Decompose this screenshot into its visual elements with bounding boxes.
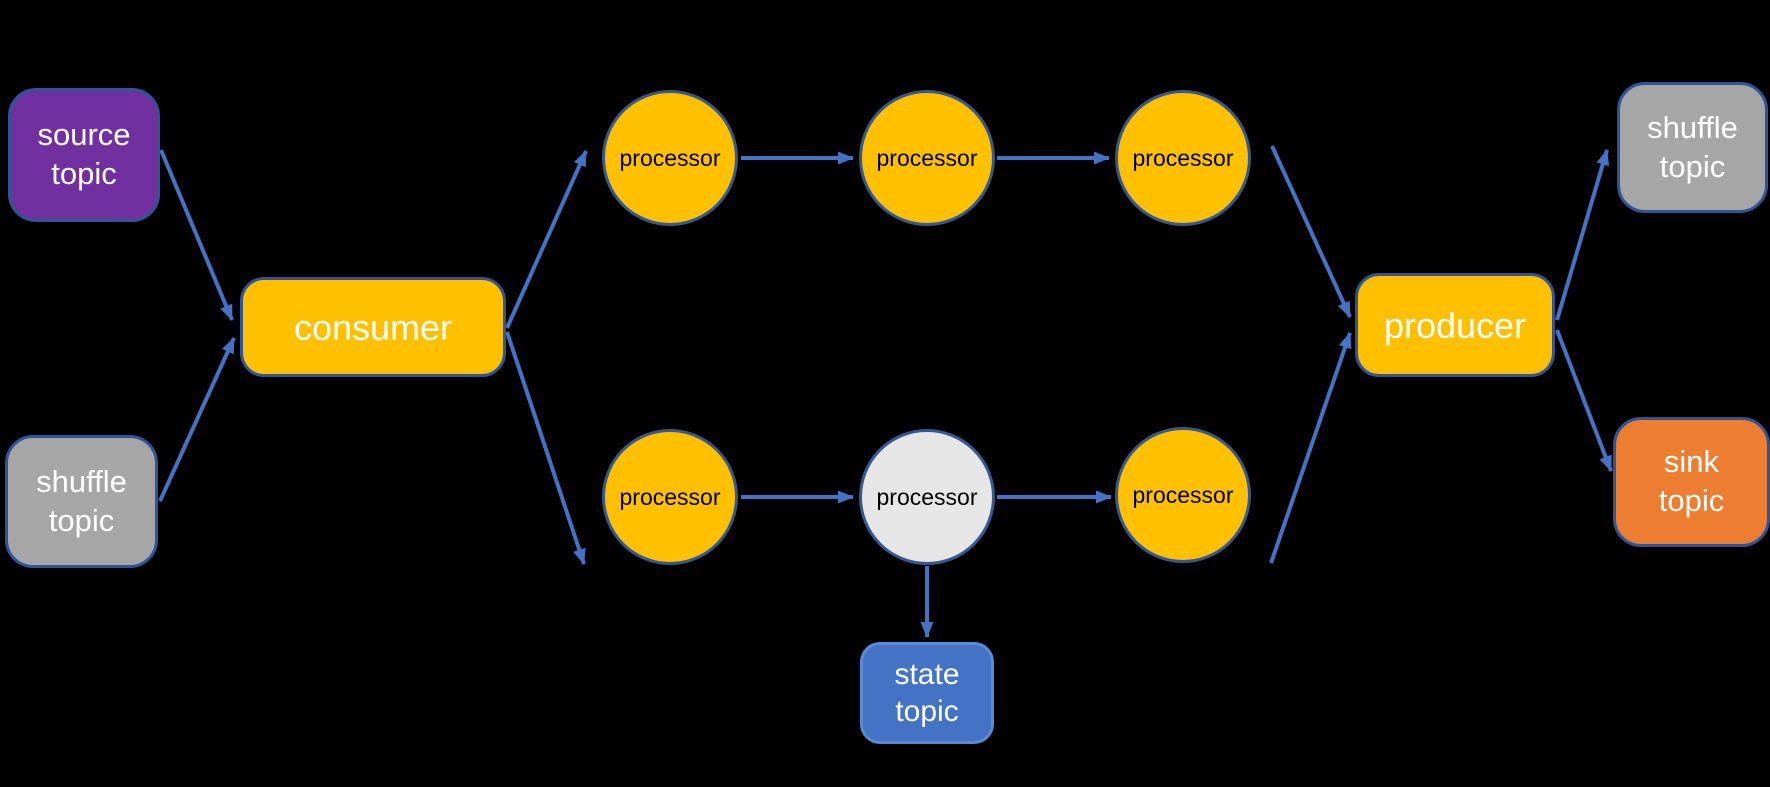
- node-shuffle-topic-left-label: shuffle topic: [36, 463, 127, 538]
- node-processor-bottom-2: processor: [859, 429, 995, 565]
- edge-shuffle-left-to-consumer: [158, 337, 236, 502]
- node-producer-label: producer: [1383, 304, 1527, 346]
- node-sink-topic: sink topic: [1613, 417, 1770, 547]
- node-sink-topic-label: sink topic: [1658, 444, 1725, 518]
- node-state-topic-label: state topic: [894, 657, 960, 729]
- node-processor-bottom-3: processor: [1115, 427, 1251, 563]
- edge-producer-to-shuffle-right: [1555, 149, 1610, 321]
- node-processor-top-3-label: processor: [1132, 144, 1234, 171]
- node-processor-top-1: processor: [602, 90, 738, 226]
- node-processor-bottom-1-label: processor: [619, 483, 721, 510]
- node-shuffle-topic-right: shuffle topic: [1617, 82, 1768, 213]
- node-state-topic: state topic: [860, 642, 994, 744]
- node-processor-top-1-label: processor: [619, 144, 721, 171]
- node-source-topic: source topic: [8, 88, 160, 222]
- node-processor-top-2: processor: [859, 90, 995, 226]
- node-processor-bottom-3-label: processor: [1132, 481, 1234, 508]
- edge-processor-bottom-3-to-producer: [1269, 332, 1352, 564]
- node-processor-top-2-label: processor: [876, 144, 978, 171]
- node-source-topic-label: source topic: [37, 117, 131, 191]
- node-consumer-label: consumer: [293, 306, 453, 348]
- edge-consumer-to-processor-top-1: [505, 150, 588, 329]
- edge-consumer-to-processor-bottom-1: [505, 331, 586, 565]
- edge-producer-to-sink-topic: [1555, 329, 1613, 472]
- edge-source-topic-to-consumer: [159, 149, 234, 321]
- node-consumer: consumer: [240, 277, 506, 377]
- edge-processor-top-3-to-producer: [1270, 145, 1352, 318]
- node-shuffle-topic-left: shuffle topic: [5, 435, 158, 568]
- node-processor-bottom-1: processor: [602, 429, 738, 565]
- node-shuffle-topic-right-label: shuffle topic: [1647, 109, 1738, 184]
- node-producer: producer: [1355, 273, 1555, 377]
- node-processor-top-3: processor: [1115, 90, 1251, 226]
- node-processor-bottom-2-label: processor: [876, 483, 978, 510]
